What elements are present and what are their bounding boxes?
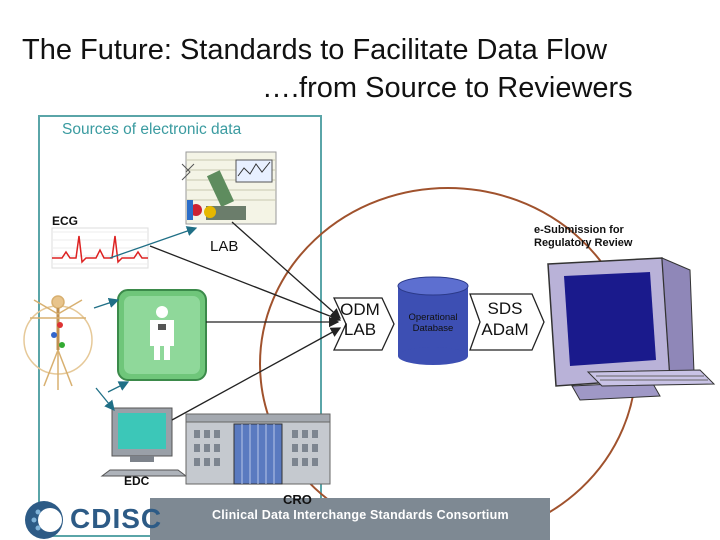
edc-computer-icon xyxy=(100,407,188,477)
title-line-1: The Future: Standards to Facilitate Data… xyxy=(22,34,608,66)
patient-icon xyxy=(117,289,207,381)
title-line-2: ….from Source to Reviewers xyxy=(262,72,633,104)
odm-label: ODM xyxy=(340,300,380,319)
operational-database-icon xyxy=(397,276,469,365)
human-figure-icon xyxy=(23,295,93,390)
reviewer-monitor-icon xyxy=(547,257,716,401)
edc-label: EDC xyxy=(124,474,150,488)
database-label: Operational Database xyxy=(398,312,468,334)
cdisc-logo-text: CDISC xyxy=(70,503,163,534)
cdisc-logo-icon xyxy=(25,501,63,539)
sds-adam-label: SDS ADaM xyxy=(474,298,536,340)
odm-lab-arrow xyxy=(332,297,395,351)
ecg-label: ECG xyxy=(52,214,79,228)
sources-label: Sources of electronic data xyxy=(62,121,242,138)
footer-bar xyxy=(150,498,550,540)
footer-tagline: Clinical Data Interchange Standards Cons… xyxy=(212,508,509,522)
lab-microscope-icon xyxy=(181,151,277,225)
odm-lab-sublabel: LAB xyxy=(343,320,377,339)
database-label-line1: Operational xyxy=(408,312,458,323)
cro-label: CRO xyxy=(283,492,312,507)
cro-building-icon xyxy=(185,413,331,485)
esubmission-label: e-Submission for Regulatory Review xyxy=(534,224,632,250)
sds-adam-arrow xyxy=(469,293,545,351)
odm-lab-label: ODM LAB xyxy=(337,300,383,340)
database-label-line2: Database xyxy=(412,323,454,334)
lab-label: LAB xyxy=(210,238,239,255)
ecg-icon xyxy=(51,227,149,269)
esubmission-line2: Regulatory Review xyxy=(534,237,633,249)
sds-label: SDS xyxy=(487,299,523,318)
esubmission-line1: e-Submission for xyxy=(534,224,624,236)
adam-label: ADaM xyxy=(481,320,529,339)
